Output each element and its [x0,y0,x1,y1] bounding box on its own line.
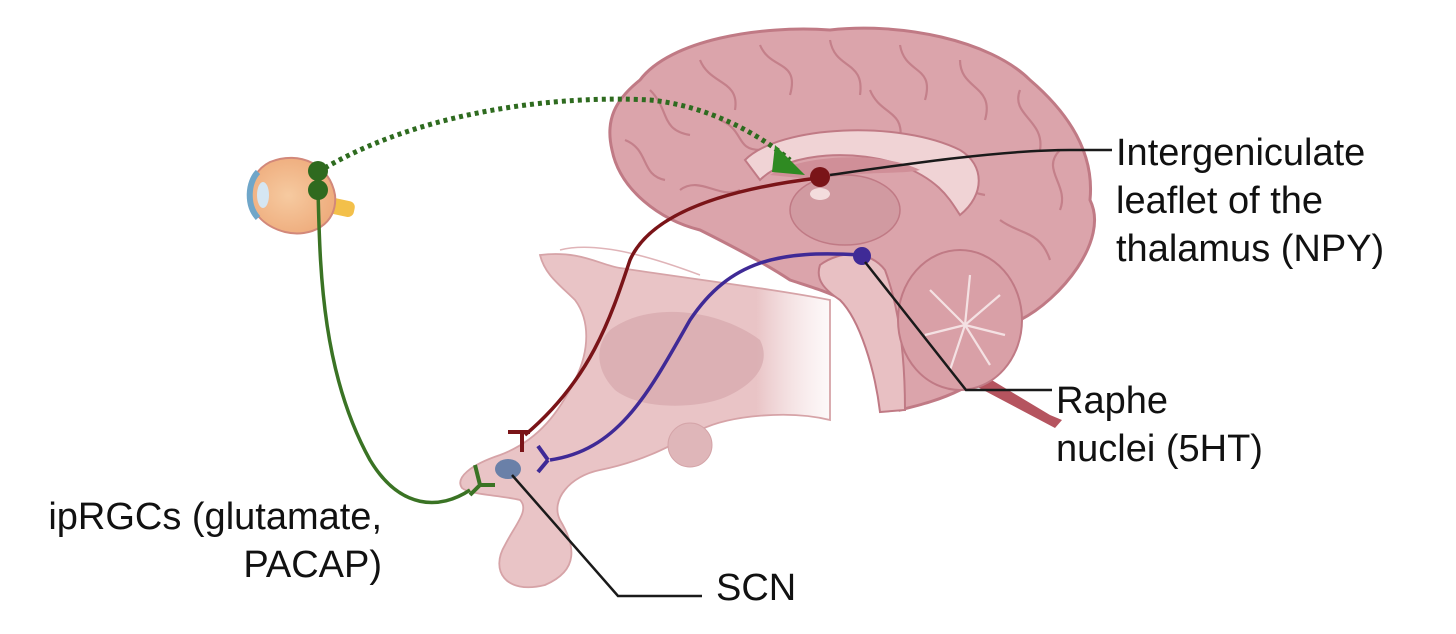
brain [608,26,1097,414]
arrowhead-icon [772,145,805,175]
label-line: leaflet of the [1116,180,1324,222]
eye [246,156,355,235]
leader-igl [829,148,1112,177]
retina-scn-pathway [316,189,471,505]
pathways [308,96,871,505]
label-line: Raphe [1056,380,1168,422]
label-scn: SCN [716,564,796,612]
leader-scn [511,474,702,598]
cerebellum [897,249,1023,391]
label-line: PACAP) [243,544,382,586]
label-line: SCN [716,567,797,609]
label-line: thalamus (NPY) [1116,228,1385,270]
igl-scn-pathway [523,176,819,437]
label-line: Intergeniculate [1116,132,1366,174]
retina-igl-pathway [316,96,792,175]
label-iprgcs: ipRGCs (glutamate, PACAP) [20,493,382,589]
raphe-scn-pathway [549,252,861,462]
leader-raphe [864,261,1052,392]
scn-nucleus [495,459,521,479]
label-intergeniculate-leaflet: Intergeniculate leaflet of the thalamus … [1116,129,1384,273]
spinal-cord [968,370,1062,428]
label-line: nuclei (5HT) [1056,428,1263,470]
leader-lines [511,148,1112,598]
hypothalamus-enlarged [459,246,831,588]
label-line: ipRGCs (glutamate, [48,496,382,538]
label-raphe-nuclei: Raphe nuclei (5HT) [1056,377,1263,473]
